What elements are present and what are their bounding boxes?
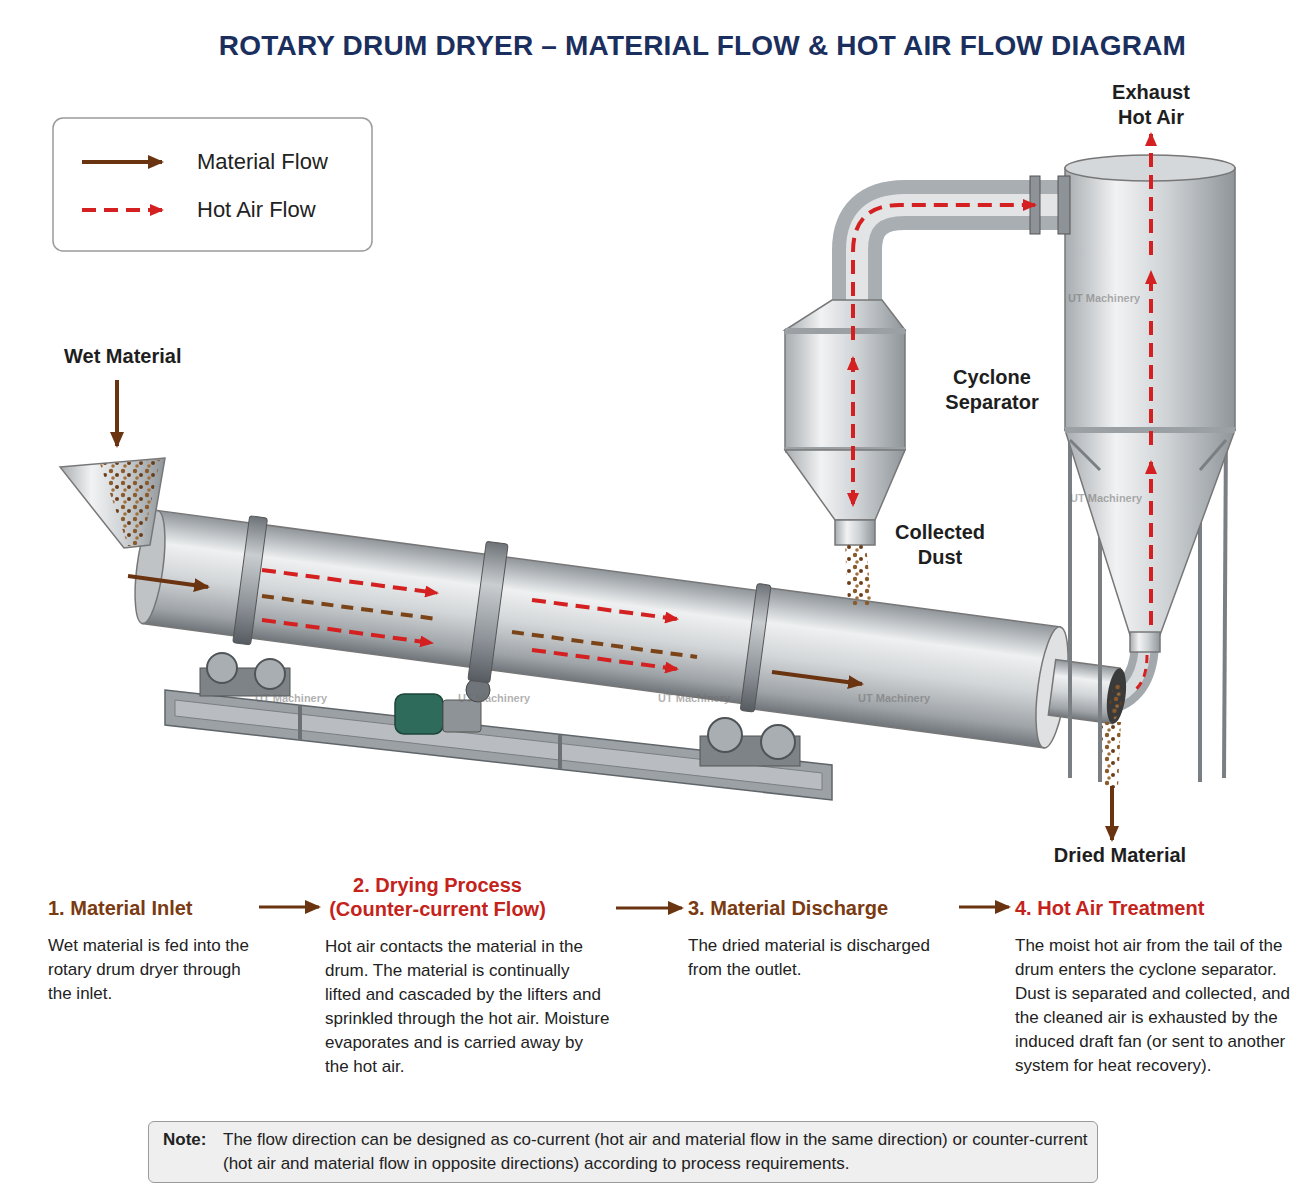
legend-text: Hot Air Flow [197,197,316,223]
process-step: 1. Material InletWet material is fed int… [48,896,253,1006]
hot-air-arrow [1149,272,1153,445]
base-rail [175,700,822,790]
watermark: UT Machinery [1070,492,1142,505]
riding-ring [740,583,771,712]
hot-air-arrow [532,650,677,669]
material-flow-dashed [262,596,437,619]
gearbox [443,700,481,732]
process-step: 2. Drying Process (Counter-current Flow)… [325,873,610,1079]
riding-ring [233,516,268,645]
feed-hopper [60,458,165,548]
dried-material-pile [1107,683,1124,720]
process-step: 3. Material DischargeThe dried material … [688,896,953,982]
cyclone-body [785,330,905,450]
cyclone-cone [785,450,905,520]
cyclone-band [785,328,905,334]
step-description: The moist hot air from the tail of the d… [1015,934,1300,1078]
support-leg [1068,425,1072,778]
step-arrow [616,907,682,910]
watermark: UT Machinery [255,692,327,705]
step-heading: 2. Drying Process (Counter-current Flow) [325,873,550,921]
dried-material-stream [1101,722,1121,788]
support-roller [207,653,237,683]
hot-air-arrow [262,620,432,643]
legend-box [53,118,372,251]
frame-member [558,735,562,769]
column-cone [1065,430,1235,635]
base-frame [165,690,832,800]
part-label: Cyclone Separator [934,365,1050,415]
note-text: The flow direction can be designed as co… [223,1128,1093,1176]
part-label: Collected Dust [882,520,998,570]
material-flow-arrow [772,672,862,684]
girth-gear [468,541,508,683]
step-description: Hot air contacts the material in the dru… [325,935,610,1079]
step-description: The dried material is discharged from th… [688,934,953,982]
inlet-flange [1058,176,1070,234]
legend-hot-air-arrow [82,208,162,212]
part-label: Dried Material [1020,843,1220,868]
discharge-opening [1104,667,1129,725]
material-flow-dashed [512,632,697,657]
step-description: Wet material is fed into the rotary drum… [48,934,253,1006]
step-arrow [959,906,1009,909]
dust-outlet [835,520,875,545]
part-label: Wet Material [64,344,264,369]
watermark: UT Machinery [458,692,530,705]
drive-motor [395,694,443,734]
support-roller [708,718,742,752]
collected-dust-stream [845,545,872,605]
cyclone-top-cone [785,300,905,330]
support-leg [1224,425,1226,778]
material-flow-arrow [1110,786,1114,840]
material-flow-arrow [128,576,208,587]
drum-shell [142,511,762,705]
step-heading: 1. Material Inlet [48,896,253,920]
note-box: Note: The flow direction can be designed … [148,1121,1098,1183]
legend-text: Material Flow [197,149,328,175]
step-heading: 3. Material Discharge [688,896,953,920]
watermark: UT Machinery [1068,292,1140,305]
hot-air-arrow [851,358,855,505]
part-label: Exhaust Hot Air [1101,80,1201,130]
hot-air-arrow [532,600,677,619]
drum-shell [747,587,1060,748]
process-step: 4. Hot Air TreatmentThe moist hot air fr… [1015,896,1300,1078]
watermark: UT Machinery [658,692,730,705]
frame-member [298,706,302,740]
diagram-title: ROTARY DRUM DRYER – MATERIAL FLOW & HOT … [60,30,1306,62]
hot-air-arrow [853,205,1035,340]
hot-air-arrow [1149,134,1153,255]
support-roller [255,659,285,689]
wet-material-in-hopper [100,460,160,546]
step-arrow [259,906,319,909]
leg-brace [1070,440,1100,470]
step-heading: 4. Hot Air Treatment [1015,896,1300,920]
hot-air-arrow [1135,655,1147,690]
watermark: UT Machinery [858,692,930,705]
support-roller [761,725,795,759]
column-outlet [1130,632,1160,652]
rotary-drum [128,496,1135,767]
material-flow-arrow [115,380,119,446]
hot-air-arrow [262,570,437,593]
note-label: Note: [163,1128,206,1152]
legend-material-arrow [82,160,162,164]
leg-brace [1200,440,1226,470]
hot-air-arrow [1149,462,1153,625]
